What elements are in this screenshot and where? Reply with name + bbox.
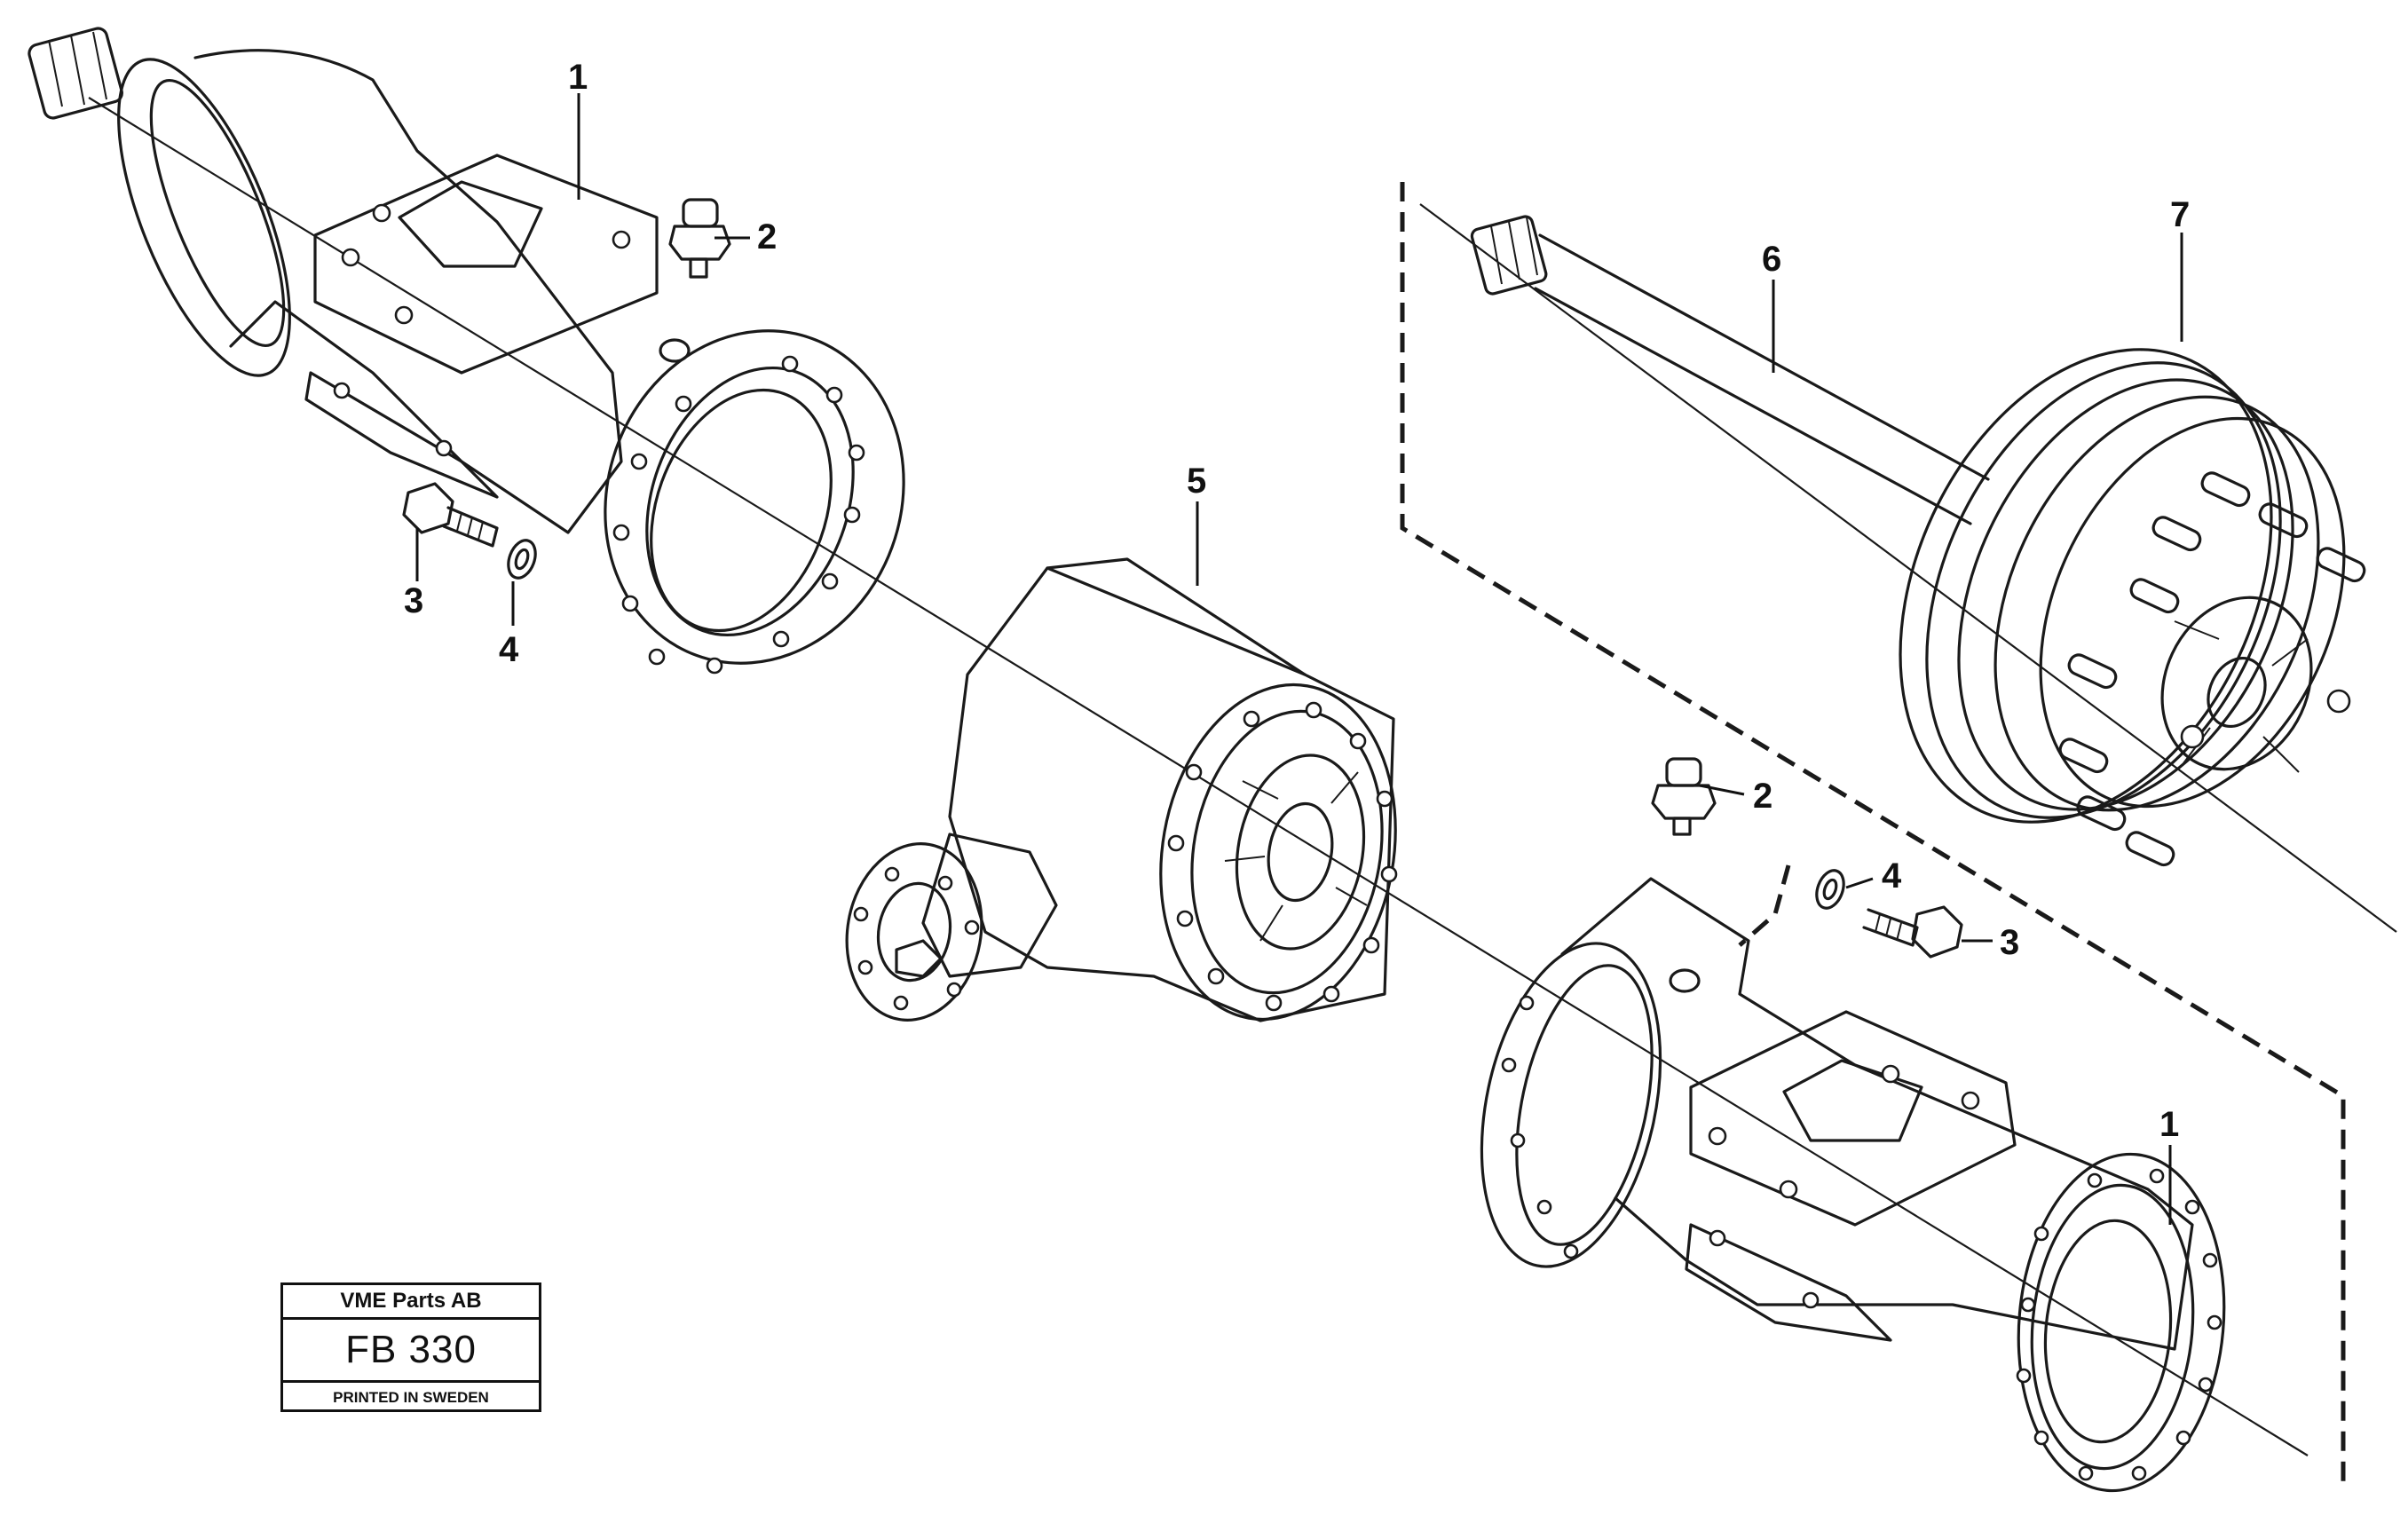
differential-carrier — [845, 557, 1398, 1022]
washer-left — [507, 539, 537, 580]
breather-nipple-left — [668, 198, 731, 279]
washer-right — [1815, 869, 1845, 910]
wheel-studs — [2058, 471, 2366, 867]
axle-housing-left — [28, 27, 905, 675]
callout-2b: 2 — [1753, 777, 1772, 816]
callout-1b: 1 — [2159, 1105, 2179, 1144]
callout-6: 6 — [1762, 240, 1781, 279]
brake-drum-hub — [1899, 348, 2366, 867]
dashed-bracket-left — [1400, 182, 2346, 1491]
drawing-number: FB 330 — [283, 1320, 539, 1383]
printed-note: PRINTED IN SWEDEN — [333, 1389, 489, 1406]
callout-4a: 4 — [499, 630, 519, 669]
title-block: VME Parts AB FB 330 PRINTED IN SWEDEN — [280, 1282, 541, 1412]
callout-3a: 3 — [404, 581, 423, 620]
drive-shaft-axis-line — [1419, 203, 2397, 933]
axle-housing-right — [1480, 877, 2226, 1493]
breather-nipple-right — [1651, 757, 1717, 836]
callout-3b: 3 — [2000, 923, 2019, 962]
bolt-left — [402, 482, 499, 548]
callout-1a: 1 — [568, 58, 588, 97]
bolt-right — [1862, 905, 1963, 959]
leader-2b — [1699, 784, 1745, 796]
callout-7: 7 — [2170, 195, 2190, 234]
dashed-bracket-washer — [1738, 864, 1791, 947]
callout-2a: 2 — [757, 217, 777, 256]
leader-4b — [1845, 877, 1874, 889]
company-name: VME Parts AB — [283, 1285, 539, 1320]
callout-5: 5 — [1187, 462, 1206, 501]
drive-shaft — [1470, 215, 1990, 525]
callout-4b: 4 — [1882, 856, 1902, 896]
